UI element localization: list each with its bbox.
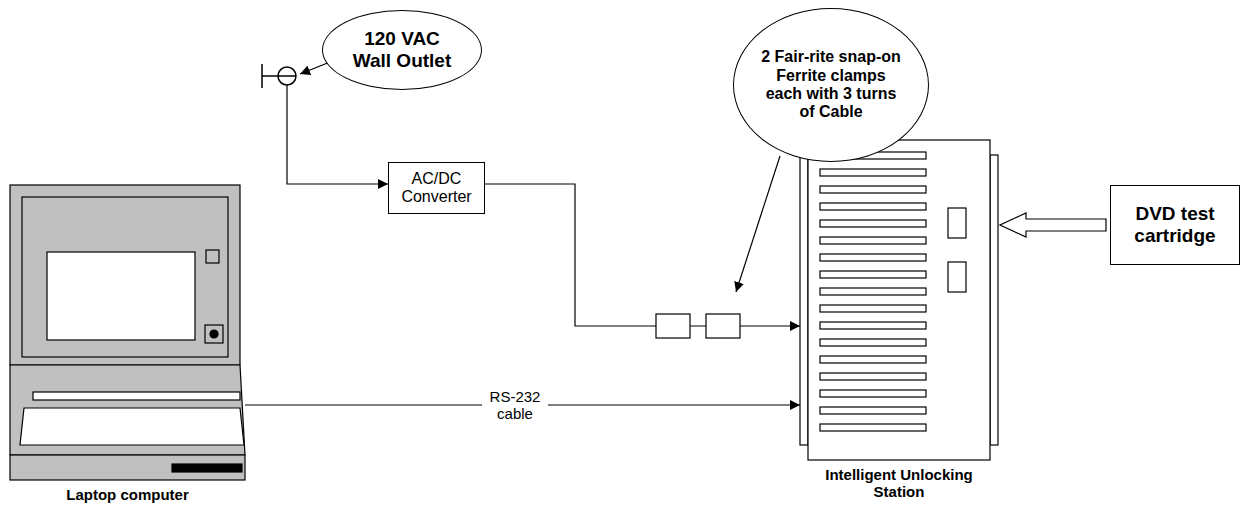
ferrite-clamp: [656, 314, 690, 338]
ferrite-clamp: [706, 314, 740, 338]
insert-arrow: [1000, 213, 1106, 237]
laptop-node: Laptop computer: [10, 185, 245, 480]
vent-slat: [820, 373, 926, 380]
node-text: Intelligent Unlocking Station: [809, 466, 989, 501]
vent-slat: [820, 220, 926, 227]
station-figure: [800, 140, 998, 460]
vent-slat: [820, 237, 926, 244]
vent-slat: [820, 407, 926, 414]
cartridge-box: DVD test cartridge: [1110, 185, 1240, 265]
vent-slat: [820, 390, 926, 397]
vent-slat: [820, 356, 926, 363]
node-text: 120 VAC Wall Outlet: [345, 28, 459, 72]
cable-connector: [485, 184, 800, 326]
outlet-symbol: [262, 64, 296, 88]
station-node: Intelligent Unlocking Station: [800, 140, 998, 460]
node-text: Laptop computer: [38, 486, 218, 503]
leader-line: [736, 156, 780, 292]
vent-slat: [820, 288, 926, 295]
callout-ellipse: 120 VAC Wall Outlet: [322, 10, 482, 90]
node-text: AC/DC Converter: [393, 170, 480, 207]
laptop-figure: [10, 185, 245, 480]
vent-slat: [820, 424, 926, 431]
vent-slat: [820, 254, 926, 261]
vent-slat: [820, 271, 926, 278]
vent-slat: [820, 169, 926, 176]
vent-slat: [820, 339, 926, 346]
converter-box: AC/DC Converter: [388, 162, 485, 214]
node-text: DVD test cartridge: [1125, 203, 1225, 247]
vent-slat: [820, 203, 926, 210]
vent-slat: [820, 322, 926, 329]
leader-line: [300, 62, 330, 74]
vent-slat: [820, 305, 926, 312]
node-text: 2 Fair-rite snap-on Ferrite clamps each …: [756, 48, 906, 122]
power-wire: [287, 85, 388, 184]
callout-ellipse: 2 Fair-rite snap-on Ferrite clamps each …: [733, 8, 929, 162]
vent-slat: [820, 186, 926, 193]
edge-label: RS-232 cable: [482, 388, 548, 423]
